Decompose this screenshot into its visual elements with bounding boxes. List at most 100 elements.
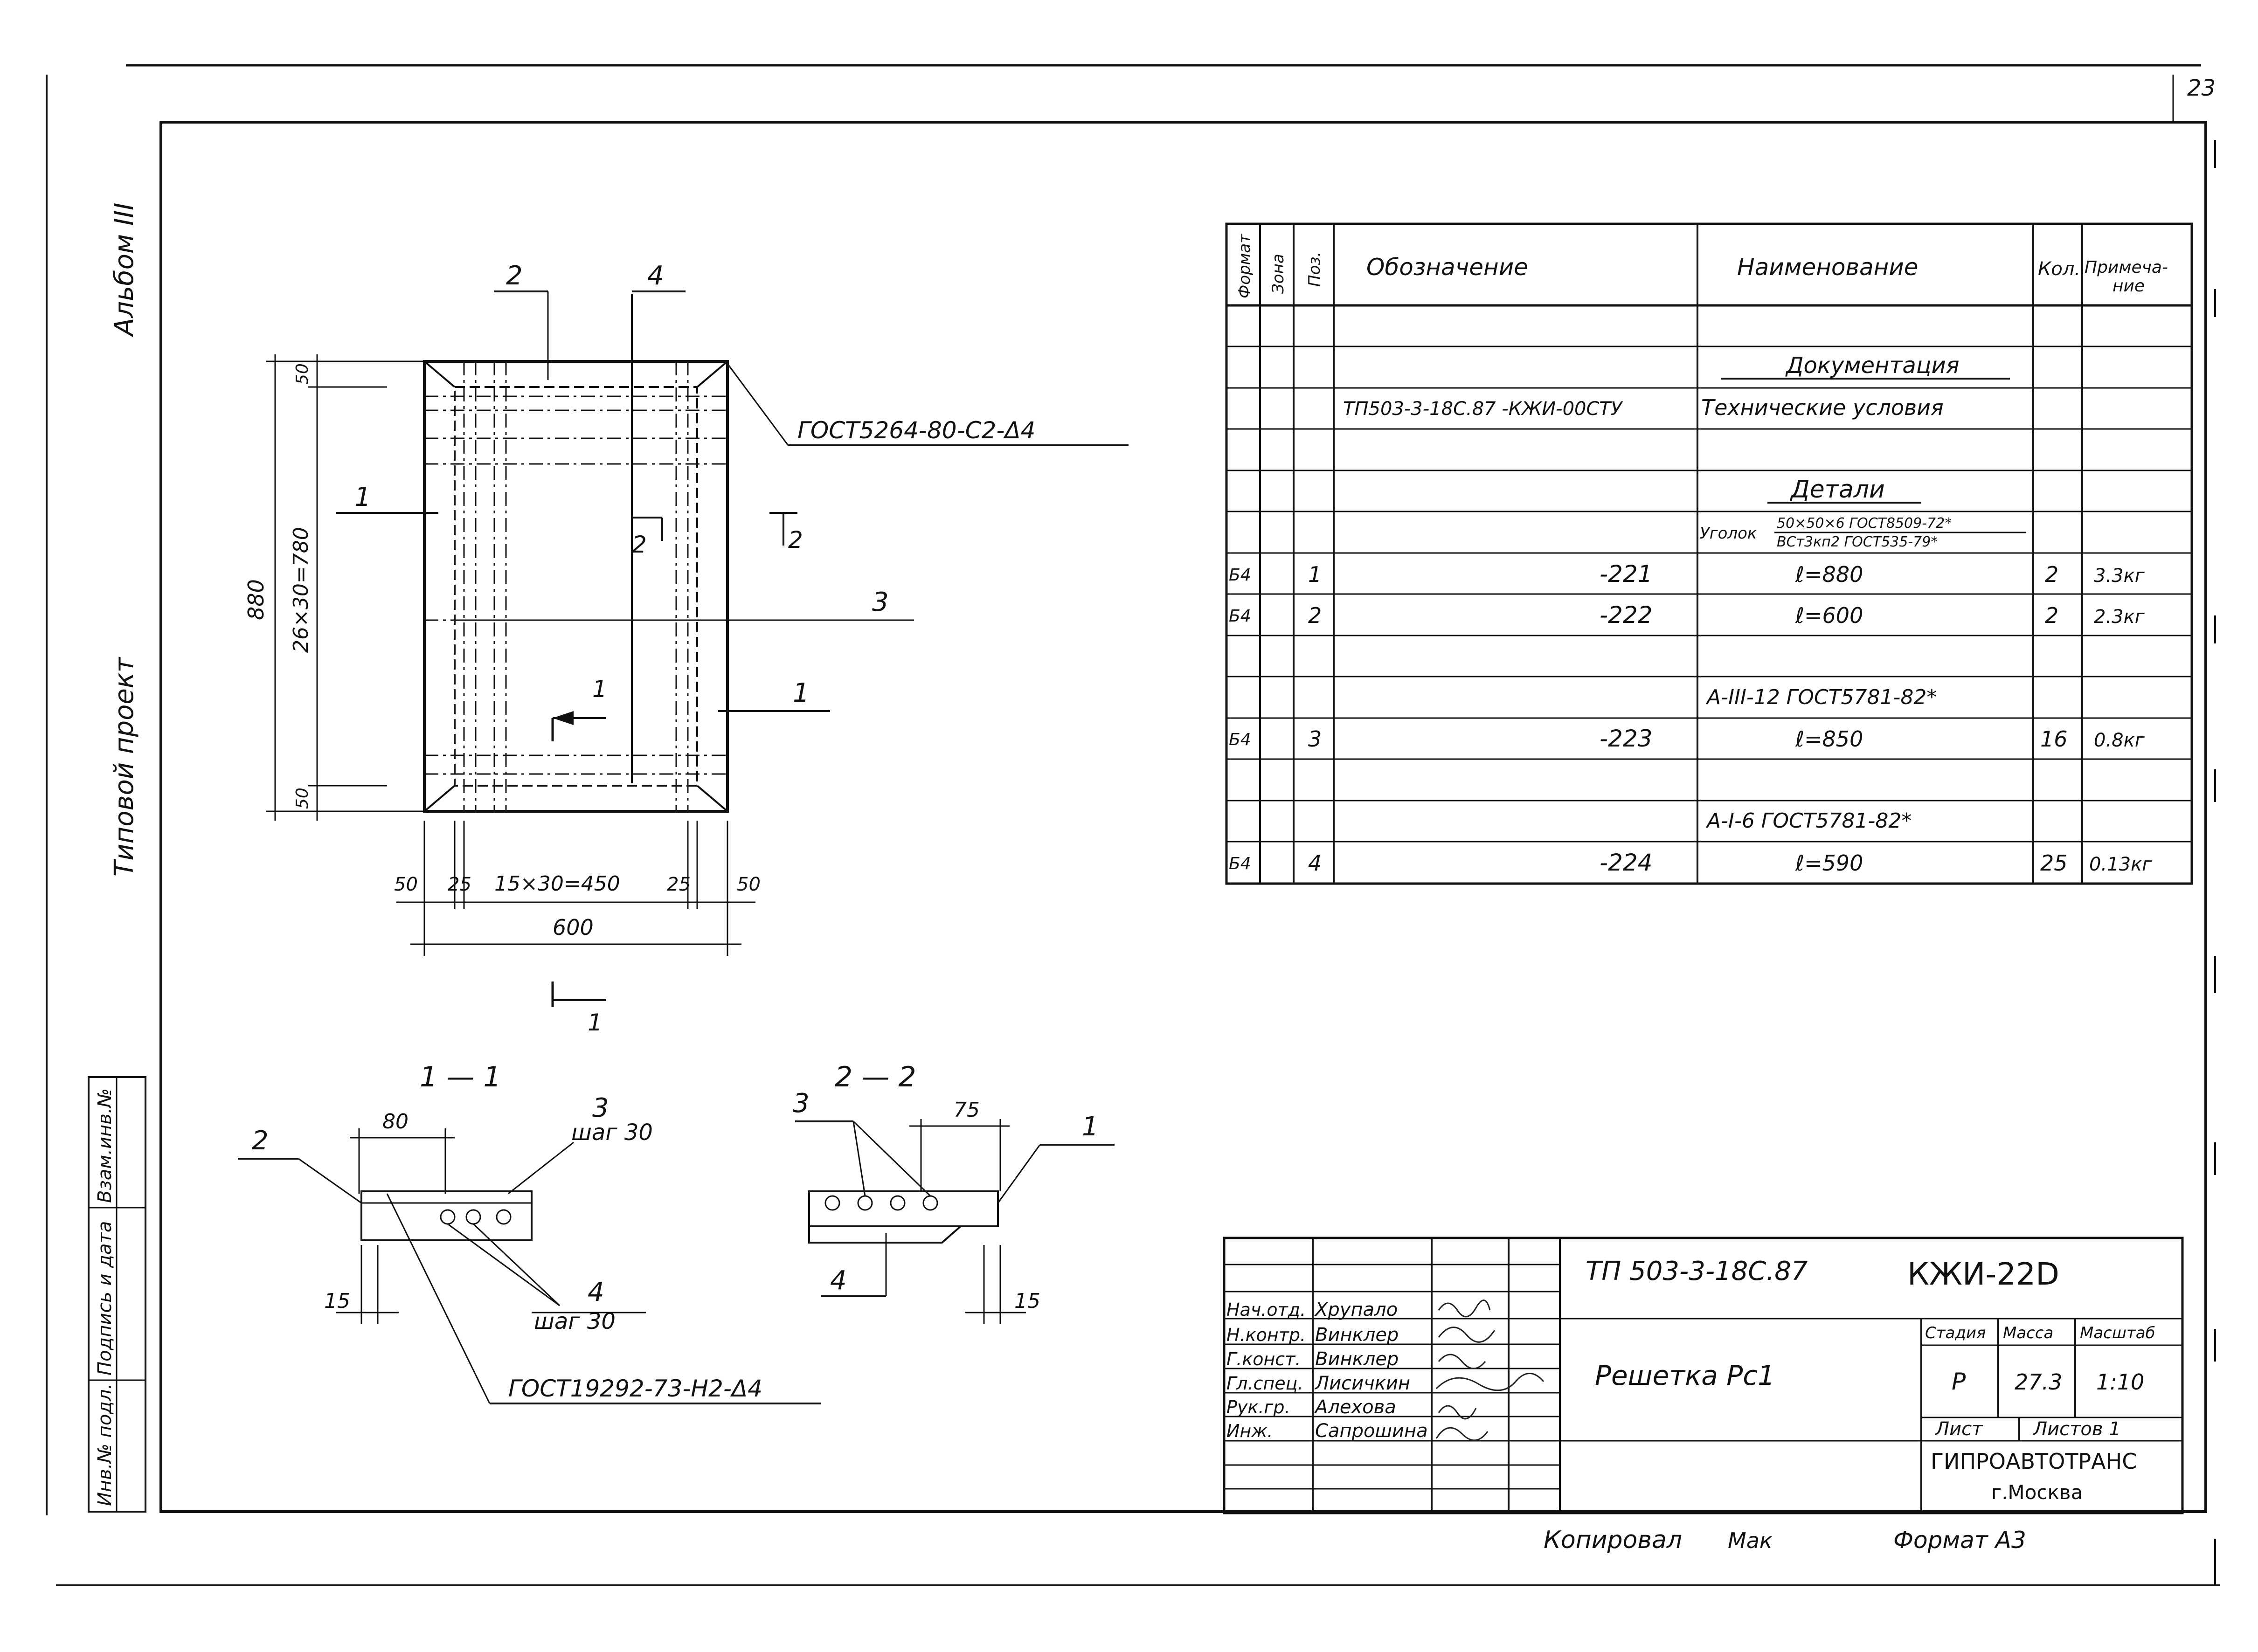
- sheet-label: Лист: [1934, 1418, 1983, 1440]
- angle-prefix: Уголок: [1700, 524, 1757, 543]
- svg-text:Алехова: Алехова: [1314, 1396, 1396, 1418]
- dim-50-top: 50: [293, 363, 312, 385]
- svg-text:3.3кг: 3.3кг: [2094, 565, 2145, 587]
- s11-step-a: шаг 30: [571, 1120, 653, 1146]
- stage-label: Стадия: [1925, 1324, 1986, 1342]
- svg-text:Винклер: Винклер: [1315, 1348, 1399, 1370]
- svg-text:Гл.спец.: Гл.спец.: [1226, 1373, 1303, 1394]
- cut-2-mark-a: 2: [632, 531, 647, 558]
- copied-sign: Мак: [1728, 1528, 1773, 1553]
- section-1-1: 1 — 1 80 2 3 шаг 30 4 шаг 30 15 ГОСТ1929…: [238, 1061, 821, 1404]
- hdr-note-2: ние: [2113, 276, 2145, 296]
- dim-80: 80: [382, 1110, 409, 1134]
- pos-1-left-label: 1: [354, 482, 371, 512]
- staff-row: Рук.гр. Алехова: [1226, 1396, 1396, 1418]
- svg-text:Хрупало: Хрупало: [1314, 1299, 1398, 1320]
- spec-row: Б4 2 -222 ℓ=600 2 2.3кг: [1229, 601, 2145, 629]
- dim-780: 26×30=780: [289, 527, 313, 653]
- hdr-pos: Поз.: [1305, 252, 1324, 287]
- dim-w-25-right: 25: [667, 874, 691, 895]
- spec-row: Б4 3 -223 ℓ=850 16 0.8кг: [1229, 725, 2145, 752]
- svg-text:Б4: Б4: [1229, 730, 1251, 749]
- copied-label: Копировал: [1544, 1526, 1682, 1554]
- rebar-12: А-III-12 ГОСТ5781-82*: [1705, 685, 1937, 709]
- svg-text:-222: -222: [1600, 601, 1652, 629]
- svg-text:Нач.отд.: Нач.отд.: [1226, 1299, 1306, 1320]
- svg-text:Лисичкин: Лисичкин: [1314, 1373, 1410, 1394]
- s11-dim-15: 15: [324, 1289, 350, 1313]
- signatures: [1435, 1299, 1545, 1441]
- svg-text:Б4: Б4: [1229, 607, 1251, 626]
- hdr-qty: Кол.: [2038, 258, 2080, 280]
- stamp-col-inv: Инв.№ подл.: [94, 1383, 116, 1506]
- sheets-label: Листов 1: [2032, 1418, 2121, 1440]
- drawing-frame: [159, 121, 2207, 1513]
- pos-3-label: 3: [872, 587, 889, 617]
- hdr-name: Наименование: [1737, 254, 1919, 281]
- svg-text:2: 2: [2045, 603, 2058, 628]
- hdr-zone: Зона: [1269, 254, 1288, 294]
- staff-row: Нач.отд. Хрупало: [1226, 1299, 1398, 1320]
- project-code: ТП 503-3-18С.87: [1586, 1256, 1808, 1286]
- doc-designation: ТП503-3-18С.87 -КЖИ-00СТУ: [1343, 398, 1623, 420]
- angle-line2: ВСт3кп2 ГОСТ535-79*: [1777, 534, 1938, 550]
- spec-row: Б4 1 -221 ℓ=880 2 3.3кг: [1229, 560, 2145, 588]
- hdr-designation: Обозначение: [1366, 254, 1528, 281]
- staff-row: Гл.спец. Лисичкин: [1226, 1373, 1410, 1394]
- s11-pos-2: 2: [252, 1126, 269, 1156]
- s22-pos-4: 4: [830, 1265, 847, 1296]
- svg-text:3: 3: [1308, 726, 1322, 752]
- section-2-2: 2 — 2 75 3 1 4 15: [793, 1061, 1115, 1324]
- svg-text:ℓ=850: ℓ=850: [1795, 726, 1863, 752]
- svg-text:Н.контр.: Н.контр.: [1226, 1325, 1306, 1345]
- s11-pos-4: 4: [588, 1277, 604, 1307]
- svg-text:Г.конст.: Г.конст.: [1226, 1349, 1301, 1369]
- page-number: 23: [2187, 75, 2216, 101]
- staff-row: Г.конст. Винклер: [1226, 1348, 1399, 1370]
- dim-600: 600: [553, 915, 594, 940]
- svg-text:Б4: Б4: [1229, 566, 1251, 585]
- svg-text:2.3кг: 2.3кг: [2094, 606, 2145, 628]
- svg-text:-223: -223: [1600, 725, 1652, 752]
- svg-text:16: 16: [2040, 726, 2068, 752]
- album-label: Альбом III: [109, 203, 139, 338]
- svg-text:1: 1: [1308, 562, 1322, 587]
- hdr-note-1: Примеча-: [2085, 258, 2168, 277]
- svg-text:ℓ=880: ℓ=880: [1795, 562, 1863, 587]
- svg-text:25: 25: [2040, 850, 2068, 876]
- drawing-title: Решетка Рс1: [1595, 1360, 1775, 1391]
- svg-text:2: 2: [1308, 603, 1322, 628]
- drawing-code: КЖИ-22D: [1907, 1256, 2059, 1292]
- title-block: ТП 503-3-18С.87 КЖИ-22D Решетка Рс1 Стад…: [1223, 1237, 2184, 1514]
- stamp-col-replace: Взам.инв.№: [94, 1088, 116, 1203]
- svg-text:-221: -221: [1600, 560, 1652, 588]
- pos-1-right-label: 1: [793, 678, 810, 708]
- svg-text:ℓ=590: ℓ=590: [1795, 850, 1863, 876]
- svg-text:0.13кг: 0.13кг: [2089, 854, 2152, 875]
- svg-text:Б4: Б4: [1229, 854, 1251, 873]
- svg-text:0.8кг: 0.8кг: [2094, 730, 2145, 751]
- angle-line1: 50×50×6 ГОСТ8509-72*: [1777, 515, 1952, 532]
- pos-4-label: 4: [647, 261, 664, 291]
- dim-w-25-left: 25: [448, 874, 471, 895]
- s22-pos-1: 1: [1082, 1112, 1099, 1142]
- cut-1-mark: 1: [592, 676, 607, 703]
- svg-text:Рук.гр.: Рук.гр.: [1226, 1397, 1290, 1417]
- specification-table: Формат Зона Поз. Обозначение Наименовани…: [1225, 222, 2193, 885]
- plan-view: 2 4 1 1 3 ГОСТ5264-80-С2-Δ4 1 2 2 1 880 …: [243, 261, 1129, 1036]
- org-name: ГИПРОАВТОТРАНС: [1931, 1449, 2137, 1474]
- scale-value: 1:10: [2096, 1369, 2144, 1395]
- dim-w-450: 15×30=450: [494, 872, 620, 896]
- s11-pos-3: 3: [592, 1093, 609, 1123]
- svg-text:2: 2: [2045, 562, 2058, 587]
- cut-1-mark-b: 1: [588, 1009, 603, 1036]
- stage-value: Р: [1952, 1368, 1966, 1395]
- s22-pos-3: 3: [793, 1088, 810, 1119]
- dim-w-50-left: 50: [394, 874, 418, 895]
- dim-880: 880: [243, 579, 269, 620]
- s11-weld: ГОСТ19292-73-Н2-Δ4: [508, 1375, 762, 1402]
- rebar-6: А-I-6 ГОСТ5781-82*: [1705, 809, 1912, 833]
- s22-dim-75: 75: [954, 1098, 980, 1122]
- dim-50-bottom: 50: [293, 788, 312, 809]
